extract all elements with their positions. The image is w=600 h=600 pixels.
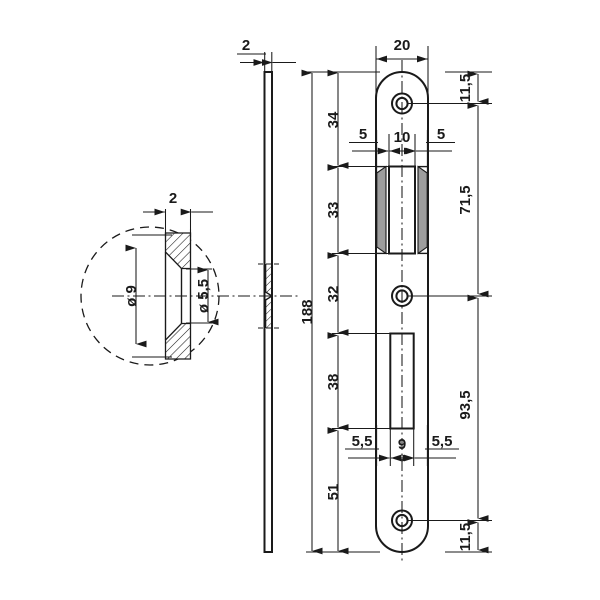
dim-51: 51: [325, 427, 349, 555]
dim-51-label: 51: [325, 484, 342, 501]
dim-diameter-9-label: ø 9: [123, 285, 140, 307]
dim-93-5-label: 93,5: [457, 390, 474, 419]
right-dimension-chain: 11,5 71,5 93,5 11,5: [408, 70, 492, 554]
dim-top-slot-right-5: 5: [405, 126, 455, 155]
dim-top-11-5-label: 11,5: [457, 74, 474, 102]
dim-71-5: 71,5: [457, 102, 489, 298]
side-view-plate-outline: [263, 71, 273, 553]
top-slot-horizontal-dims: 5 10 5: [349, 126, 455, 172]
dim-71-5-label: 71,5: [457, 185, 474, 214]
dim-32-label: 32: [325, 286, 342, 303]
dim-bottom-slot-left-5-5: 5,5: [345, 433, 390, 462]
dim-top-slot-left-5-label: 5: [359, 126, 367, 143]
dim-thickness-2-label: 2: [242, 37, 250, 54]
countersink-detail-view: 2 ø 9 ø 5,5: [80, 190, 240, 366]
dim-32: 32: [325, 252, 349, 336]
dim-detail-thickness-2: 2: [143, 190, 213, 237]
dim-width-20: 20: [375, 37, 429, 102]
dim-34: 34: [325, 69, 349, 169]
side-edge-view: 2: [237, 37, 300, 553]
dim-top-slot-right-5-label: 5: [437, 126, 445, 143]
dim-34-label: 34: [325, 111, 342, 128]
dim-thickness-2: 2: [237, 37, 296, 76]
faceplate-front-view: [375, 60, 429, 564]
dim-bottom-11-5: 11,5: [408, 519, 492, 554]
dim-bottom-slot-left-5-5-label: 5,5: [352, 433, 373, 450]
dim-diameter-5-5: ø 5,5: [186, 266, 219, 326]
dim-bottom-slot-right-5-5-label: 5,5: [432, 433, 453, 450]
dim-overall-188-label: 188: [299, 299, 316, 324]
dim-bottom-slot-right-5-5: 5,5: [404, 433, 459, 462]
dim-detail-thickness-label: 2: [169, 190, 177, 207]
dim-33: 33: [325, 164, 349, 256]
left-dimension-chain: 188 34 33 32 38 51: [299, 69, 390, 555]
dim-93-5: 93,5: [408, 294, 492, 522]
dim-bottom-slot-width-9-label: 9: [398, 436, 406, 453]
dim-33-label: 33: [325, 202, 342, 219]
dim-overall-188: 188: [299, 69, 323, 555]
top-slot-right-recess: [417, 165, 428, 255]
faceplate-outline: [375, 71, 429, 553]
dim-top-11-5: 11,5: [408, 70, 492, 105]
dim-diameter-9: ø 9: [123, 234, 172, 358]
dim-bottom-11-5-label: 11,5: [457, 523, 474, 551]
dim-38-label: 38: [325, 374, 342, 391]
dim-top-slot-width-10-label: 10: [394, 129, 411, 146]
top-slot-left-recess: [376, 165, 387, 255]
dim-38: 38: [325, 332, 349, 431]
dim-width-20-label: 20: [394, 37, 411, 54]
bottom-slot-horizontal-dims: 5,5 9 5,5: [345, 425, 459, 466]
dim-diameter-5-5-label: ø 5,5: [195, 279, 212, 313]
dim-top-slot-left-5: 5: [349, 126, 389, 155]
